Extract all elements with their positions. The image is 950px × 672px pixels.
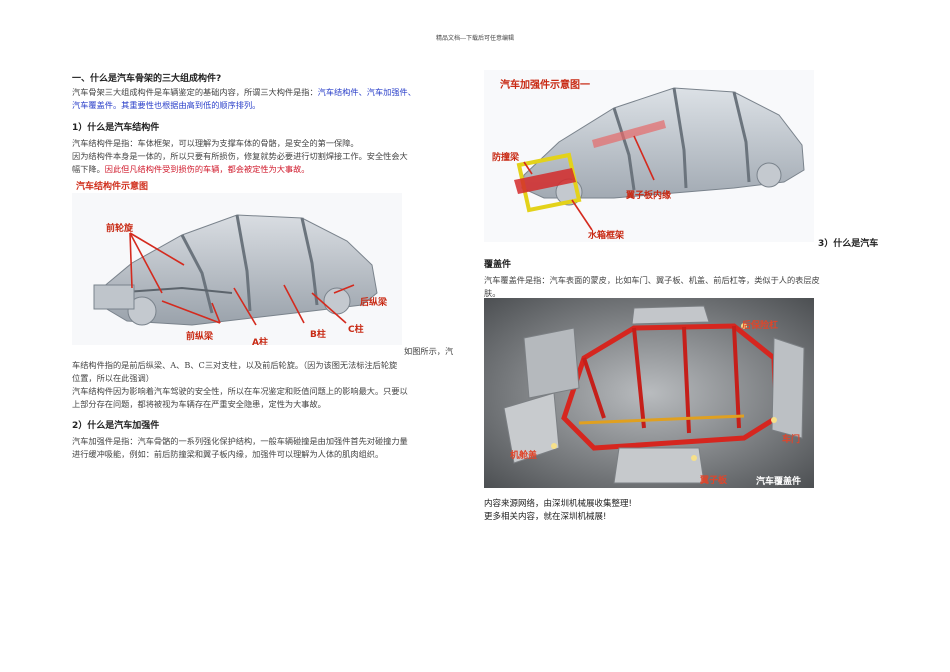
after-fig-c: 位置，所以在此强调）: [72, 373, 154, 383]
after-fig-b: 车结构件指的是前后纵梁、A、B、C三对支柱，以及前后轮旋。（因为该图无法标注后轮…: [72, 360, 398, 370]
footer-note: 内容来源网络，由深圳机械展收集整理! 更多相关内容，就在深圳机械展!: [484, 498, 632, 524]
intro-blue-2: 汽车覆盖件。其重要性也根据由高到低的顺序排列。: [72, 100, 261, 110]
after-fig-paragraph: 车结构件指的是前后纵梁、A、B、C三对支柱，以及前后轮旋。（因为该图无法标注后轮…: [72, 359, 472, 411]
sub3-title-a: 3）什么是汽车: [818, 239, 879, 249]
label-a-pillar: A柱: [252, 338, 268, 345]
sub3-p1: 汽车覆盖件是指：汽车表面的蒙皮，比如车门、翼子板、机盖、前后杠等，类似于人的表层…: [484, 275, 820, 285]
label-fender-inner: 翼子板内缘: [626, 191, 672, 201]
sub1-p2-red: 因此但凡结构件受到损伤的车辆，都会被定性为大事故。: [104, 164, 310, 174]
sub1-p2a: 因为结构件本身是一体的，所以只要有所损伤，修复就势必要进行切割焊接工作。安全性会…: [72, 151, 408, 161]
after-fig-e: 上部分存在问题，都将被视为车辆存在严重安全隐患，定性为大事故。: [72, 399, 326, 409]
intro-blue: 汽车结构件、汽车加强件、: [317, 87, 416, 97]
sub1-title: 1）什么是汽车结构件: [72, 123, 160, 133]
figure3-title: 汽车覆盖件: [756, 477, 802, 487]
sub1-p1: 汽车结构件是指：车体框架，可以理解为支撑车体的骨骼，是安全的第一保障。: [72, 138, 359, 148]
sub2-paragraph: 汽车加强件是指：汽车骨骼的一系列强化保护结构，一般车辆碰撞是由加强件首先对碰撞力…: [72, 435, 472, 461]
intro-plain: 汽车骨架三大组成构件是车辆鉴定的基础内容，所谓三大构件是指：: [72, 87, 318, 97]
car-reinforcement-illustration: [514, 87, 805, 231]
sub3-title-b: 覆盖件: [484, 260, 512, 270]
figure3-panels-image: 后保险杠 机舱盖 车门 翼子板 汽车覆盖件: [484, 298, 814, 488]
sub1-p2b: 幅下降。: [72, 164, 105, 174]
label-front-rail: 前纵梁: [186, 332, 214, 342]
car-frame-illustration: [93, 214, 378, 326]
figure1-car-structure-image: 前轮旋 前纵梁 A柱 B柱 C柱 后纵梁: [72, 193, 402, 345]
label-fender: 翼子板: [700, 476, 728, 486]
sub2-p1: 汽车加强件是指：汽车骨骼的一系列强化保护结构，一般车辆碰撞是由加强件首先对碰撞力…: [72, 436, 408, 446]
label-door: 车门: [782, 435, 801, 445]
footer-line-2: 更多相关内容，就在深圳机械展!: [484, 512, 607, 522]
label-bumper-beam: 防撞梁: [492, 153, 520, 163]
label-rear-rail: 后纵梁: [360, 298, 388, 308]
figure2-reinforcement-image: 汽车加强件示意图一 防撞梁 翼子板内缘 水箱框架: [484, 70, 814, 242]
sub2-p2: 进行缓冲吸能，例如：前后防撞梁和翼子板内缘，加强件可以理解为人体的肌肉组织。: [72, 449, 384, 459]
sub2-title: 2）什么是汽车加强件: [72, 421, 160, 431]
label-b-pillar: B柱: [310, 330, 326, 340]
sub1-paragraph: 汽车结构件是指：车体框架，可以理解为支撑车体的骨骼，是安全的第一保障。 因为结构…: [72, 137, 472, 176]
figure1-caption: 汽车结构件示意图: [76, 182, 149, 192]
footer-line-1: 内容来源网络，由深圳机械展收集整理!: [484, 499, 632, 509]
figure2-caption: 汽车加强件示意图一: [500, 80, 590, 91]
page-header: 精品文档---下载后可任意编辑: [435, 35, 515, 42]
label-rear-bumper: 后保险杠: [742, 321, 779, 331]
label-radiator-frame: 水箱框架: [588, 231, 625, 241]
label-hood: 机舱盖: [510, 451, 538, 461]
intro-paragraph: 汽车骨架三大组成构件是车辆鉴定的基础内容，所谓三大构件是指：汽车结构件、汽车加强…: [72, 86, 472, 112]
label-c-pillar: C柱: [348, 325, 364, 335]
section1-title: 一、什么是汽车骨架的三大组成构件?: [72, 74, 222, 84]
sub3-paragraph: 汽车覆盖件是指：汽车表面的蒙皮，比如车门、翼子板、机盖、前后杠等，类似于人的表层…: [484, 274, 884, 300]
sub3-p2: 肤。: [484, 288, 501, 298]
after-fig-d: 汽车结构件因为影响着汽车驾驶的安全性，所以在车况鉴定和贬值问题上的影响最大。只要…: [72, 386, 408, 396]
label-front-wheel-arch: 前轮旋: [106, 224, 134, 234]
car-panels-illustration: [484, 298, 814, 488]
after-fig-a: 如图所示，汽: [404, 346, 454, 356]
